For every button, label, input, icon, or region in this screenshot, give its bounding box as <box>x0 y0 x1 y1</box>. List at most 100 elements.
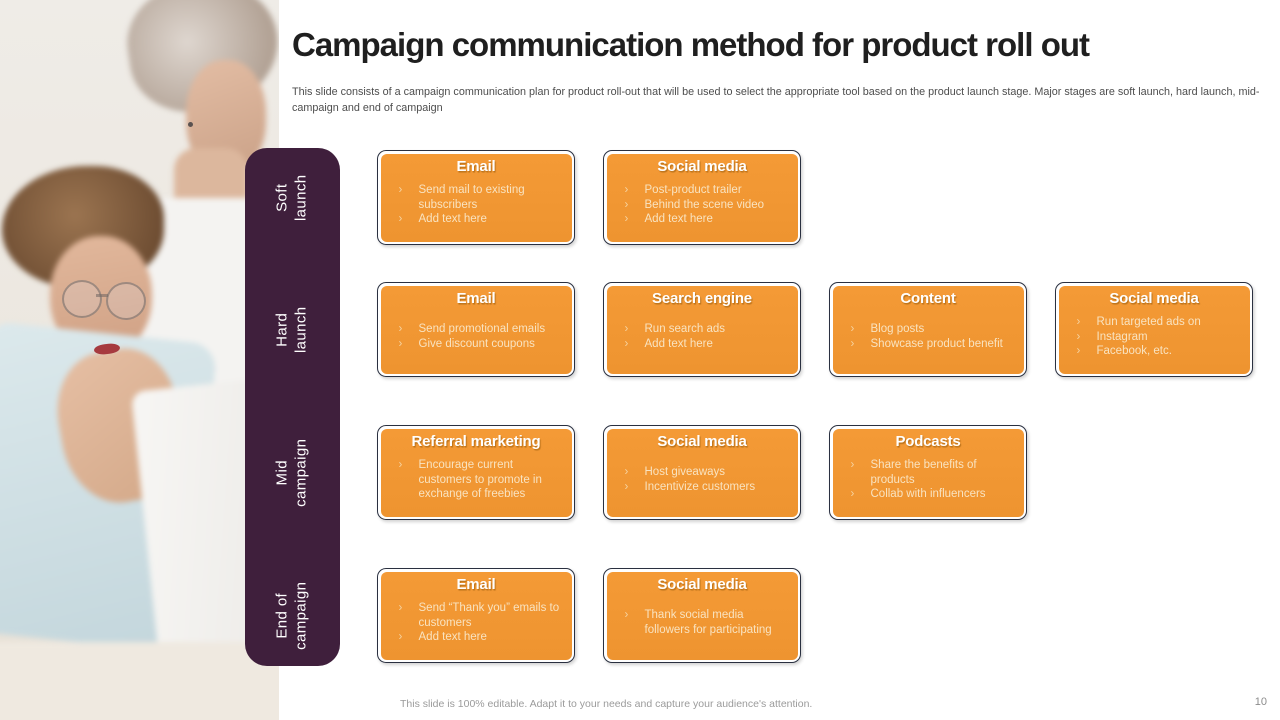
footer-note: This slide is 100% editable. Adapt it to… <box>400 698 813 710</box>
method-card-fill: Email›Send mail to existing subscribers›… <box>380 153 572 242</box>
method-card-fill: Social media›Host giveaways›Incentivize … <box>606 428 798 517</box>
method-card: Email›Send “Thank you” emails to custome… <box>377 568 575 663</box>
card-bullet: ›Add text here <box>623 212 790 227</box>
photo-table <box>0 642 279 720</box>
card-bullet: › Blog posts <box>849 322 1016 337</box>
card-bullet: ›Send promotional emails <box>397 322 564 337</box>
photo-lips <box>93 342 121 356</box>
chevron-bullet-icon: › <box>624 323 629 336</box>
stage-card-row: Email›Send “Thank you” emails to custome… <box>377 568 801 663</box>
card-bullet: ›Share the benefits of products <box>849 458 1016 488</box>
card-bullet-text: Share the benefits of products <box>870 458 977 486</box>
chevron-bullet-icon: › <box>398 601 403 614</box>
chevron-bullet-icon: › <box>850 488 855 501</box>
stage-label: Soft launch <box>245 148 340 248</box>
stage-label: Hard launch <box>245 280 340 380</box>
stage-label-text: Soft launch <box>273 174 310 221</box>
stage-bar <box>245 148 340 666</box>
photo-two-women-laptop <box>0 0 279 720</box>
stage-label-text: Mid campaign <box>273 438 310 507</box>
card-title: Referral marketing <box>411 432 541 450</box>
card-bullet-text: Facebook, etc. <box>1096 345 1172 358</box>
card-bullet-text: Add text here <box>644 338 713 350</box>
chevron-bullet-icon: › <box>1076 330 1081 343</box>
card-bullet: ›Collab with influencers <box>849 487 1016 502</box>
stage-card-row: Referral marketing › Encourage current cus… <box>377 425 1027 520</box>
card-title: Podcasts <box>895 432 961 450</box>
photo-glasses-right-lens <box>106 282 146 320</box>
card-title: Social media <box>657 575 747 593</box>
method-card: Social media › Run targeted ads on ›Instagr… <box>1055 282 1253 377</box>
card-bullet-text: Encourage current customers to promote i… <box>418 458 542 501</box>
chevron-bullet-icon: › <box>850 338 855 350</box>
card-bullet: ›Facebook, etc. <box>1075 344 1242 359</box>
method-card-fill: Social media › Run targeted ads on ›Instagr… <box>1058 285 1250 374</box>
page-number: 10 <box>1254 696 1267 708</box>
photo-detail-layer <box>0 0 279 720</box>
chevron-bullet-icon: › <box>624 338 629 350</box>
chevron-bullet-icon: › <box>1076 315 1081 328</box>
method-card: Content›Blog posts›Showcase product bene… <box>829 282 1027 377</box>
card-bullet-text: Add text here <box>418 631 487 644</box>
method-card-fill: Referral marketing › Encourage current cus… <box>380 428 572 517</box>
method-card: Search engine›Run search ads›Add text he… <box>603 282 801 377</box>
card-bullet: › Post-product trailer <box>623 183 790 198</box>
card-title: Email <box>456 289 496 307</box>
stage-card-row: Email›Send promotional emails›Give disco… <box>377 282 1253 377</box>
stage-label-text: Hard launch <box>273 306 310 353</box>
card-bullet: › Host giveaways <box>623 465 790 480</box>
method-card-fill: Podcasts›Share the benefits of products›… <box>832 428 1024 517</box>
page-title: Campaign communication method for produc… <box>292 26 1090 63</box>
card-bullet-text: Send mail to existing subscribers <box>418 183 525 211</box>
photo-glasses-bridge <box>96 294 108 297</box>
chevron-bullet-icon: › <box>398 631 403 644</box>
chevron-bullet-icon: › <box>850 323 855 336</box>
method-card-fill: Email›Send “Thank you” emails to custome… <box>380 571 572 660</box>
card-bullet: ›Behind the scene video <box>623 198 790 213</box>
method-card: Social media › Post-product trailer ›Behind… <box>603 150 801 245</box>
card-bullet-text: Thank social media followers for partici… <box>644 609 772 636</box>
card-bullet-text: Behind the scene video <box>644 198 765 211</box>
method-card: Social media›Host giveaways›Incentivize … <box>603 425 801 520</box>
method-card-fill: Content›Blog posts›Showcase product bene… <box>832 285 1024 374</box>
card-bullet-list: ›Thank social media followers for partic… <box>615 593 790 654</box>
card-bullet-text: Blog posts <box>870 323 925 336</box>
card-bullet-text: Run targeted ads on <box>1096 315 1201 328</box>
chevron-bullet-icon: › <box>624 183 629 196</box>
chevron-bullet-icon: › <box>398 183 403 196</box>
method-card-fill: Email ›Send promotional emails› Give disco… <box>380 285 572 374</box>
method-card: Email ›Send promotional emails› Give disco… <box>377 282 575 377</box>
card-bullet: ›Thank social media followers for partic… <box>623 608 790 638</box>
card-title: Search engine <box>652 289 752 307</box>
card-bullet: › Give discount coupons <box>397 337 564 352</box>
card-bullet-list: › Post-product trailer ›Behind the scene v… <box>615 175 790 236</box>
chevron-bullet-icon: › <box>624 466 629 479</box>
card-bullet: › Send “Thank you” emails to customers <box>397 601 564 631</box>
card-bullet-text: Post-product trailer <box>644 183 742 196</box>
stage-label: End of campaign <box>245 566 340 666</box>
card-bullet: ›Incentivize customers <box>623 480 790 495</box>
card-bullet-list: › Blog posts›Showcase product benefit <box>841 307 1016 368</box>
card-bullet-text: Host giveaways <box>644 466 726 479</box>
card-bullet-text: Send “Thank you” emails to customers <box>418 601 560 629</box>
card-bullet-list: ›Share the benefits of products›Collab w… <box>841 450 1016 511</box>
method-card-fill: Search engine›Run search ads›Add text he… <box>606 285 798 374</box>
method-card: Podcasts›Share the benefits of products›… <box>829 425 1027 520</box>
card-bullet-text: Give discount coupons <box>418 338 535 350</box>
slide-description: This slide consists of a campaign commun… <box>292 86 1260 115</box>
card-title: Social media <box>1109 289 1199 307</box>
stage-card-row: Email›Send mail to existing subscribers›… <box>377 150 801 245</box>
card-bullet-list: › Host giveaways›Incentivize customers <box>615 450 790 511</box>
stage-label-text: End of campaign <box>273 581 310 650</box>
card-bullet-list: ›Send mail to existing subscribers›Add t… <box>389 175 564 236</box>
card-bullet: ›Instagram <box>1075 330 1242 345</box>
card-bullet: › Run targeted ads on <box>1075 315 1242 330</box>
card-bullet-text: Add text here <box>644 213 713 226</box>
card-bullet: ›Showcase product benefit <box>849 337 1016 352</box>
chevron-bullet-icon: › <box>624 481 629 493</box>
chevron-bullet-icon: › <box>398 338 403 350</box>
chevron-bullet-icon: › <box>398 458 403 471</box>
card-title: Social media <box>657 157 747 175</box>
stage-label: Mid campaign <box>245 423 340 523</box>
method-card-fill: Social media ›Thank social media follower… <box>606 571 798 660</box>
